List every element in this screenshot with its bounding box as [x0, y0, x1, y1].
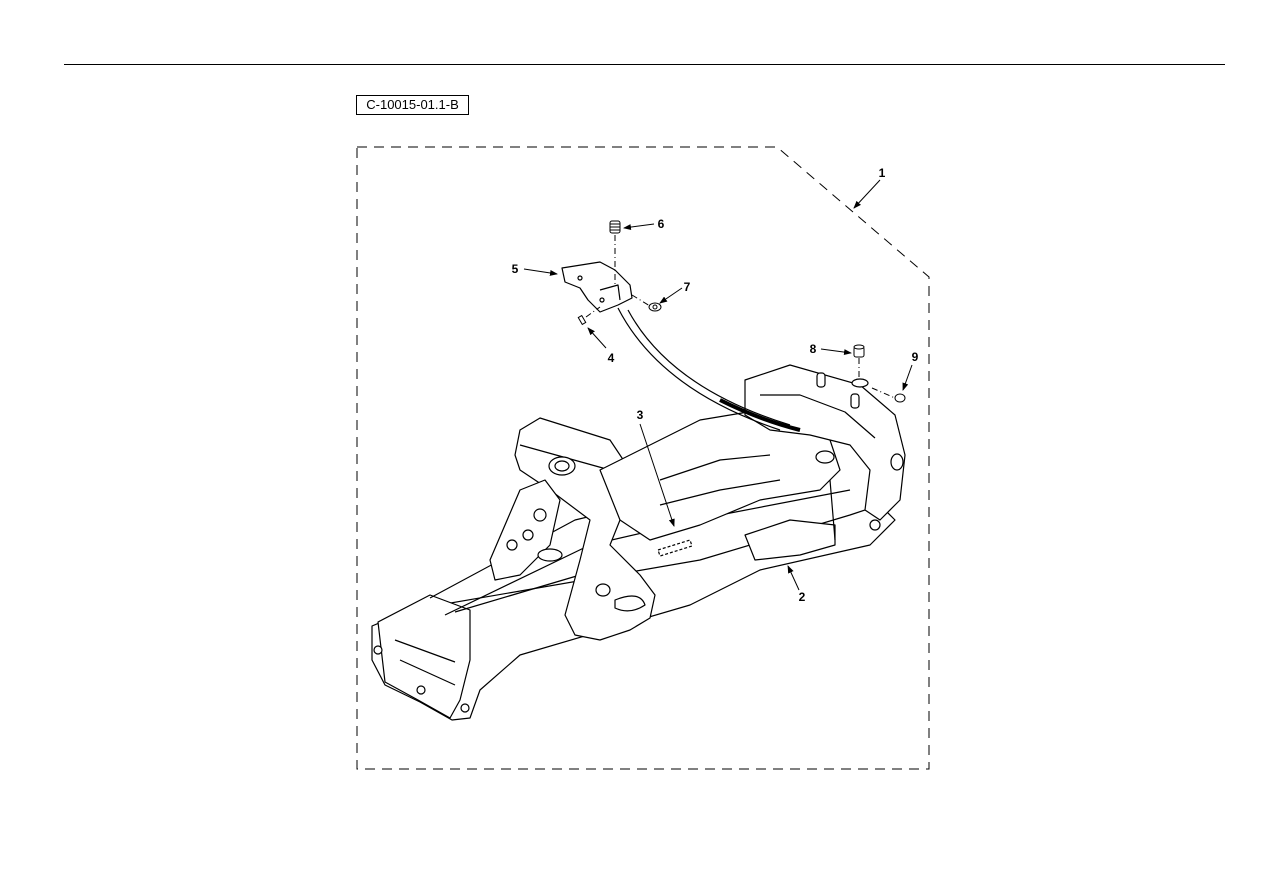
kit-boundary: [356, 146, 930, 770]
callout-7: 7: [684, 280, 691, 294]
fitting-part-7: [648, 302, 662, 312]
callout-2: 2: [799, 590, 806, 604]
spring-part: [609, 220, 621, 234]
callout-4: 4: [608, 351, 615, 365]
callout-1: 1: [879, 166, 886, 180]
callout-9: 9: [912, 350, 919, 364]
pin-part: [577, 314, 587, 326]
cap-part: [853, 344, 865, 358]
main-frame: [371, 364, 906, 721]
callout-3: 3: [637, 408, 644, 422]
callout-6: 6: [658, 217, 665, 231]
header-rule: [64, 64, 1225, 65]
callout-5: 5: [512, 262, 519, 276]
fitting-part-9: [894, 393, 906, 403]
bracket-part: [561, 261, 633, 313]
callout-8: 8: [810, 342, 817, 356]
figure-id-label: C-10015-01.1-B: [356, 95, 469, 115]
leader-lines: [523, 179, 913, 591]
hose-line: [617, 307, 801, 432]
